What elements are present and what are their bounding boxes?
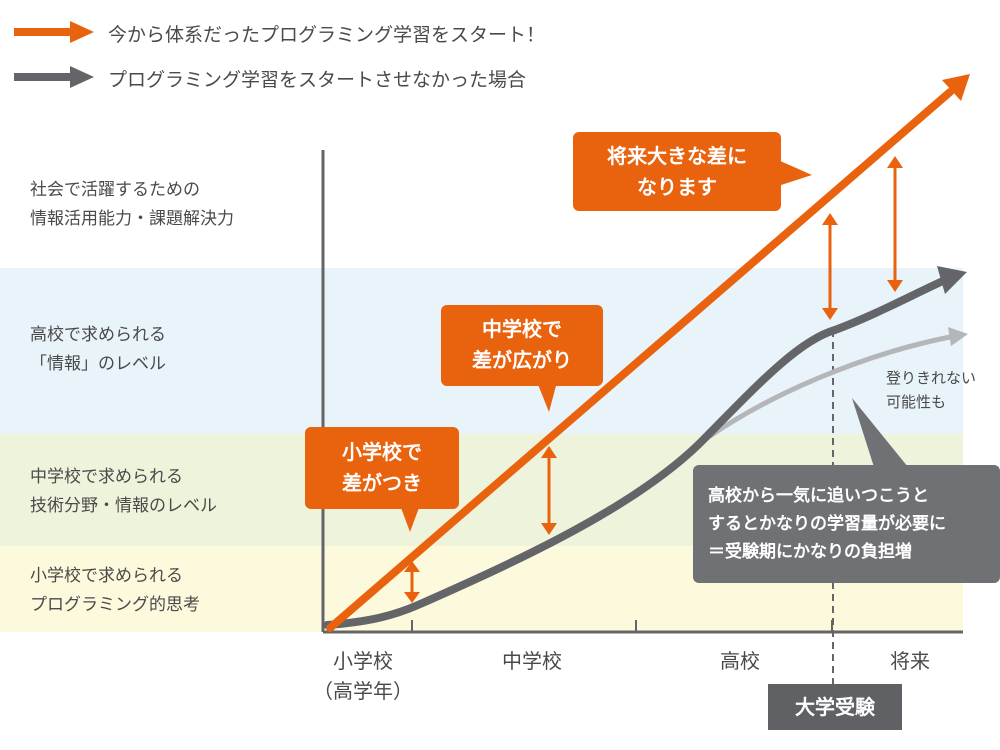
callout-burden-box (693, 398, 1000, 583)
legend-gray-text: プログラミング学習をスタートさせなかった場合 (108, 69, 527, 91)
callout-elementary-text: 小学校で 差がつき (342, 440, 422, 495)
exam-badge: 大学受験 (768, 684, 902, 730)
level-label-middle-school: 中学校で求められる 技術分野・情報のレベル (30, 467, 217, 516)
callout-future-box (573, 132, 812, 211)
legend-orange-arrow-icon (14, 21, 94, 43)
level-label-high-school: 高校で求められる 「情報」のレベル (30, 325, 166, 374)
legend-gray-arrow-icon (14, 66, 94, 88)
legend-orange-text: 今から体系だったプログラミング学習をスタート！ (108, 24, 546, 46)
stage-label-high: 高校 (720, 649, 760, 673)
gap-arrow-high-icon (822, 213, 838, 320)
callout-middle-text: 中学校で 差が広がり (472, 317, 572, 372)
callout-burden-text: 高校から一気に追いつこうと するとかなりの学習量が必要に ＝受験期にかなりの負担… (708, 486, 946, 562)
orange-line (326, 74, 970, 632)
gap-arrow-elementary-icon (404, 561, 420, 603)
stage-label-middle: 中学校 (502, 649, 562, 673)
stage-label-elementary: 小学校 （高学年） (313, 649, 413, 703)
level-label-elementary: 小学校で求められる プログラミング的思考 (30, 566, 200, 615)
callout-middle-box (441, 305, 603, 412)
may-not-reach-note: 登りきれない 可能性も (886, 369, 977, 411)
gap-arrow-middle-icon (541, 446, 557, 535)
gray-light-curve (707, 327, 968, 439)
callout-future-text: 将来大きな差に なります (607, 144, 747, 199)
level-label-society: 社会で活躍するための 情報活用能力・課題解決力 (30, 180, 234, 229)
gray-curve (323, 266, 967, 629)
callout-elementary-box (305, 427, 459, 532)
stage-label-future: 将来 (890, 649, 930, 673)
gap-arrow-future-icon (887, 156, 903, 292)
